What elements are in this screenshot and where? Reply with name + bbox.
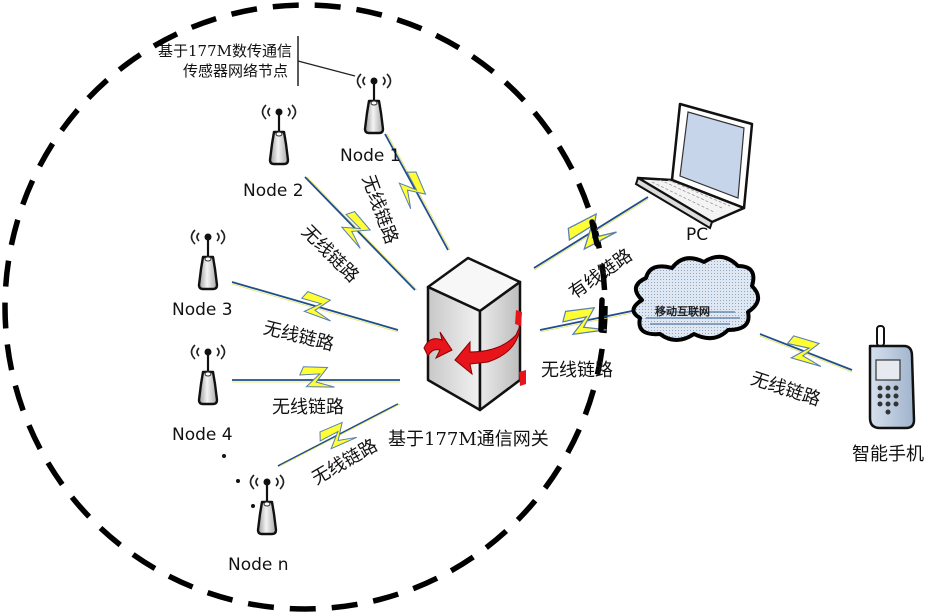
rotation-arrow-icon	[423, 325, 521, 376]
gateway-server-icon	[423, 256, 526, 412]
lightning-bolt-icon	[298, 364, 336, 390]
link-label-node4: 无线链路	[272, 397, 344, 418]
lightning-bolt-icon	[297, 290, 338, 322]
node-n-label: Node n	[228, 555, 289, 575]
node-4-label: Node 4	[172, 425, 233, 445]
link-internet-phone	[759, 333, 853, 373]
link-node3-gateway	[231, 281, 399, 333]
lightning-bolt-icon	[563, 207, 618, 257]
link-node1-gateway	[384, 133, 451, 251]
node-2-tower-icon	[261, 103, 297, 166]
pc-laptop-icon	[634, 102, 754, 230]
link-gateway-pc	[533, 196, 649, 271]
link-node4-gateway	[232, 364, 400, 390]
link-noden-gateway	[277, 403, 401, 467]
mobile-internet-cloud-icon	[631, 254, 760, 342]
link-label-internet: 无线链路	[541, 360, 613, 381]
callout-leader	[297, 60, 356, 77]
node-3-tower-icon	[190, 228, 226, 291]
node-callout-line2: 传感器网络节点	[183, 62, 289, 80]
node-n-tower-icon	[249, 473, 285, 536]
node-1-tower-icon	[356, 72, 392, 135]
link-gateway-internet	[539, 303, 633, 339]
smartphone-icon	[868, 325, 916, 430]
cloud-label: 移动互联网	[655, 305, 710, 318]
network-boundary-circle	[2, 2, 608, 612]
node-3-label: Node 3	[172, 300, 233, 320]
smartphone-label: 智能手机	[852, 444, 924, 465]
link-node2-gateway	[304, 176, 418, 291]
more-nodes-ellipsis	[222, 454, 255, 508]
pc-label: PC	[686, 225, 709, 245]
boundary-dash-overlay	[589, 219, 605, 333]
node-4-tower-icon	[190, 343, 226, 406]
node-2-label: Node 2	[243, 181, 304, 201]
node-1-label: Node 1	[340, 146, 401, 166]
gateway-label: 基于177M通信网关	[388, 429, 549, 450]
lightning-bolt-icon	[783, 334, 827, 367]
node-callout-line1: 基于177M数传通信	[158, 42, 292, 60]
